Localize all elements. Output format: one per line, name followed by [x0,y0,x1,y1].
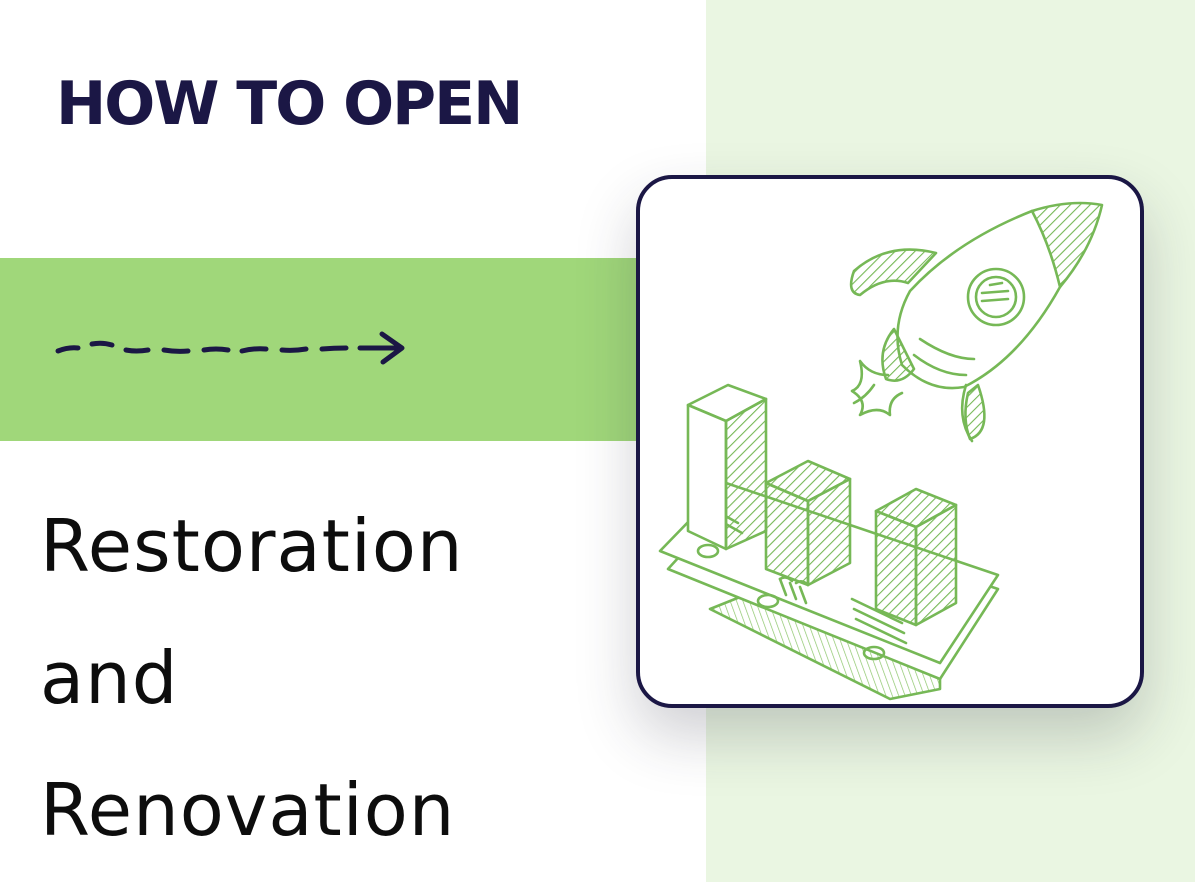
eyebrow-title: HOW TO OPEN [56,69,523,139]
chart-bar-1-icon [686,383,768,551]
headline-line-3: Renovation [40,768,456,852]
illustration-card [636,175,1144,708]
rocket-and-growth-chart-illustration [658,201,1104,701]
headline-line-2: and [40,636,179,720]
headline-line-1: Restoration [40,504,464,588]
dashed-arrow-right-icon [55,331,405,365]
headline: Restoration and Renovation [40,480,464,876]
rocket-icon [849,201,1104,443]
chart-bar-3-icon [874,487,958,627]
chart-bar-2-icon [764,459,852,587]
